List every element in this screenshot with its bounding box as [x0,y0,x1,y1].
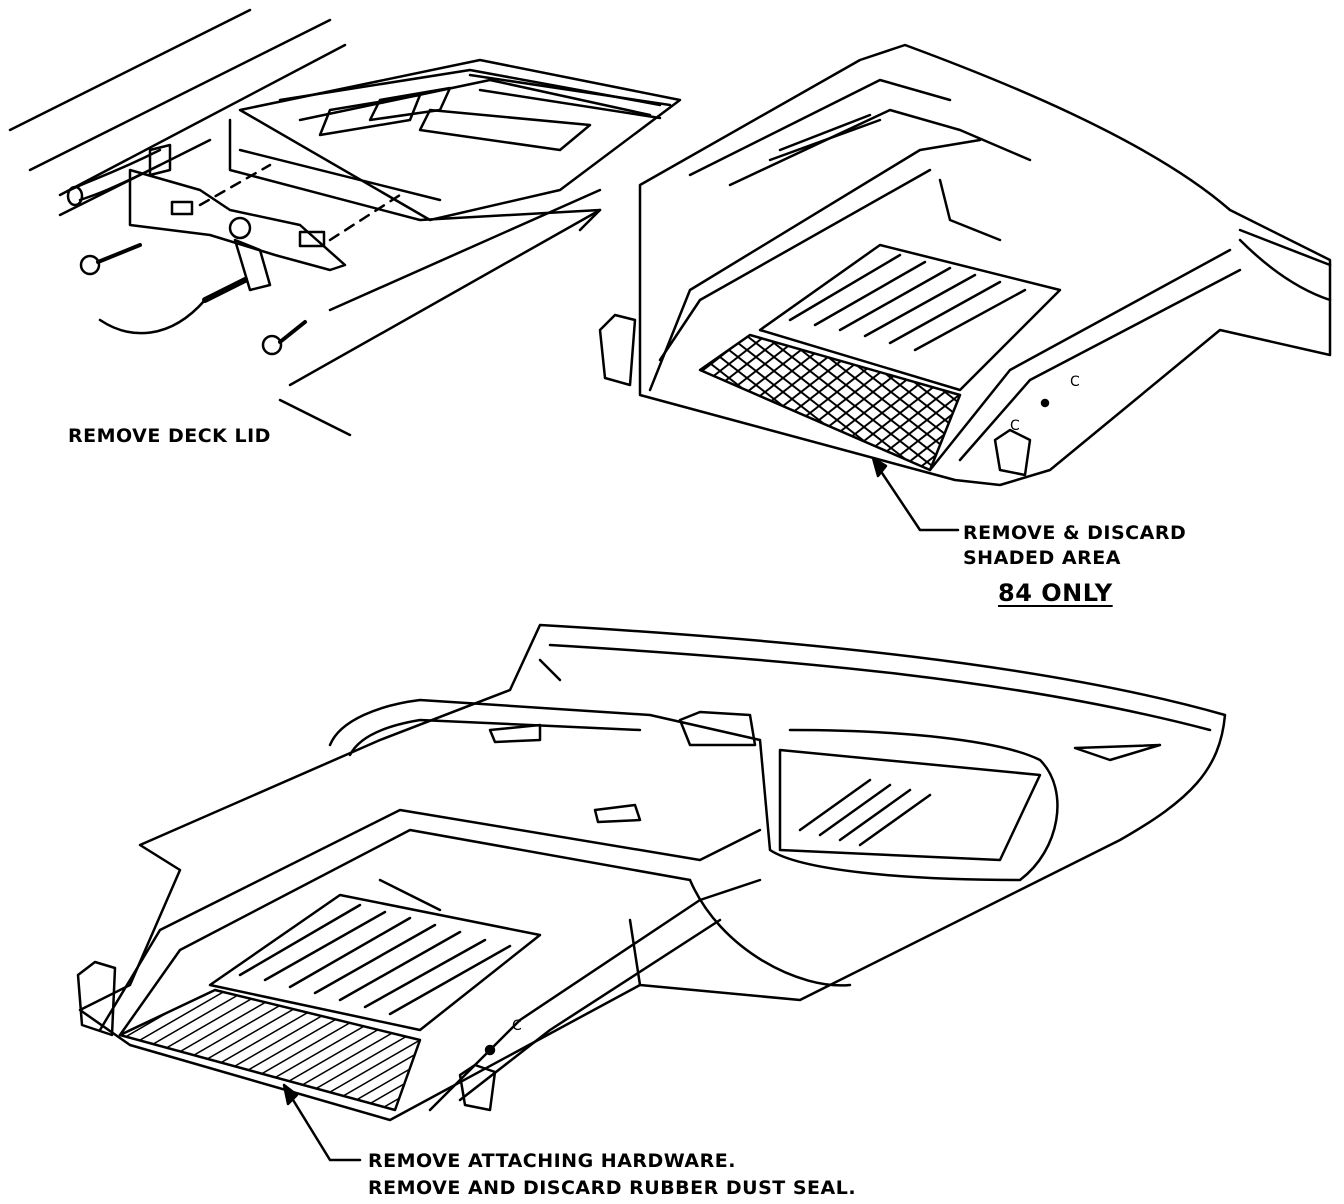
hinge-detail-illustration [8,8,682,437]
floor-panel-assembly-illustration: C [76,623,1227,1162]
svg-text:C: C [1070,374,1080,390]
shaded-area-caption-line1: REMOVE & DISCARD [963,522,1187,544]
svg-text:C: C [512,1018,522,1034]
remove-deck-lid-label: REMOVE DECK LID [68,425,271,447]
svg-text:C: C [1010,418,1020,434]
hardware-caption-line2: REMOVE AND DISCARD RUBBER DUST SEAL. [368,1177,857,1199]
year-note-label: 84 ONLY [998,579,1113,607]
hardware-caption-line1: REMOVE ATTACHING HARDWARE. [368,1150,736,1172]
floor-panel-84-illustration: C C [598,43,1332,532]
shaded-area-caption-line2: SHADED AREA [963,547,1121,569]
